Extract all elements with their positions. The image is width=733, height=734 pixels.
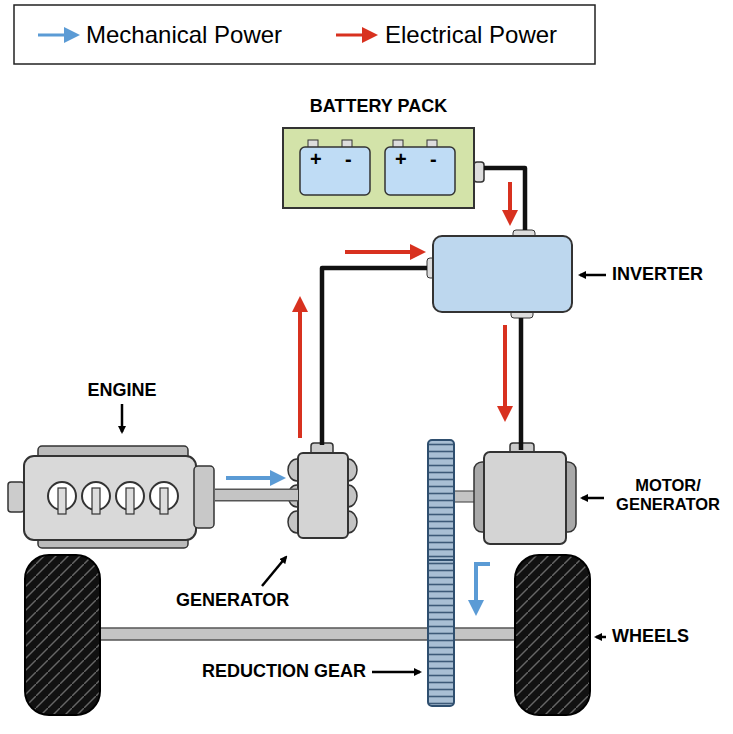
component-label: BATTERY PACK	[283, 96, 474, 117]
power-cable	[484, 168, 525, 230]
component-label: MOTOR/ GENERATOR	[606, 476, 730, 514]
leader-arrow	[582, 497, 604, 500]
wheel	[25, 555, 100, 715]
engine	[8, 446, 214, 548]
component-label: INVERTER	[612, 264, 703, 285]
electrical-flow-arrow	[503, 325, 507, 418]
legend-text: Electrical Power	[385, 21, 557, 49]
inverter-box: INVERTER	[433, 236, 572, 312]
wheel	[515, 555, 590, 715]
legend-sample-mechanical	[38, 34, 76, 37]
drive-shaft	[215, 495, 298, 496]
power-cable	[521, 318, 522, 450]
axle	[95, 628, 520, 640]
leader-arrow	[580, 274, 606, 277]
legend-sample-electrical	[336, 34, 374, 37]
power-cable	[322, 268, 427, 445]
engine-box: ENGINE	[10, 440, 215, 550]
electrical-flow-arrow	[298, 300, 302, 438]
legend-text: Mechanical Power	[86, 21, 282, 49]
terminal-sign: -	[430, 149, 437, 169]
gear-mesh	[428, 559, 454, 561]
part-label: REDUCTION GEAR	[202, 661, 366, 682]
leader-arrow	[121, 404, 124, 432]
inverter	[427, 230, 572, 318]
generator	[288, 443, 357, 538]
component-label: GENERATOR	[176, 590, 289, 611]
motor-generator	[474, 443, 576, 544]
mechanical-flow-arrow	[226, 476, 282, 480]
part-label: WHEELS	[612, 626, 689, 647]
generator-box: GENERATOR	[290, 445, 356, 538]
legend-frame	[14, 5, 595, 64]
battery-pack	[283, 128, 484, 208]
component-label: ENGINE	[70, 380, 174, 401]
mechanical-flow-arrow	[476, 564, 490, 612]
terminal-sign: -	[345, 149, 352, 169]
electrical-flow-arrow	[345, 250, 422, 254]
leader-arrow	[372, 671, 420, 674]
motor-generator-box: MOTOR/ GENERATOR	[475, 450, 576, 545]
terminal-sign: +	[395, 149, 407, 169]
reduction-gear	[428, 440, 454, 706]
leader-arrow	[262, 557, 286, 586]
electrical-flow-arrow	[508, 182, 512, 222]
terminal-sign: +	[310, 149, 322, 169]
leader-arrow	[596, 636, 606, 639]
